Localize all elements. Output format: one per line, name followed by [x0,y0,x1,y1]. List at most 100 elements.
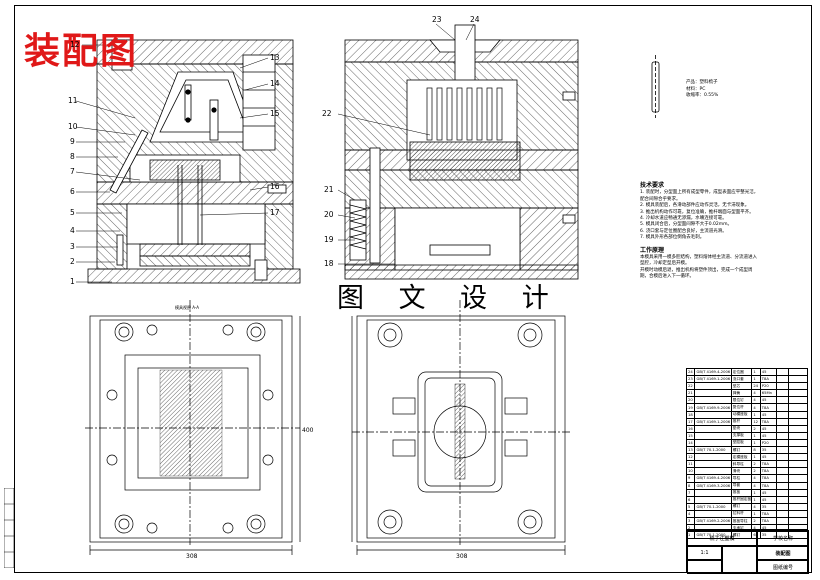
tech-line: 4. 冷却水道应畅通无渗漏，水嘴连接可靠。 [640,216,727,222]
bom-cell [694,438,732,448]
bom-cell [787,389,809,398]
bom-cell [787,375,809,384]
bom-cell [787,403,809,412]
product-sketch [651,55,660,118]
bom-cell: T8A [759,516,777,526]
bom-cell: 弹簧 [730,389,753,398]
bom-cell: 4 [685,509,696,518]
bom-cell: 型芯 [730,382,753,391]
watermark-title: 图 文 设 计 [337,283,562,314]
bom-cell [694,495,732,504]
bom-cell [775,446,789,455]
bom-cell: 1 [751,453,761,462]
bom-cell: GB/T 70.1-2000 [694,502,732,511]
bom-cell: 导套 [730,481,753,490]
part-label-12: 12 [70,40,80,49]
part-label-14: 14 [270,79,280,88]
bom-cell: 3 [685,516,696,526]
bom-cell [775,367,789,377]
bom-cell: 24 [685,367,696,377]
tech-line: 5. 模具闭合后，分型面间隙不大于0.02mm。 [640,222,733,228]
part-label-4: 4 [70,226,75,235]
bom-cell: 推板 [730,488,753,497]
bom-cell: GB/T 70.1-2000 [694,531,732,540]
bom-cell [787,367,809,377]
title-block: 梳子注塑模 学校名称 1:1 装配图 图纸编号 [686,529,809,574]
bom-cell [775,431,789,440]
part-label-24: 24 [470,15,480,24]
bom-cell [775,438,789,448]
title-block-sheet: 装配图 [757,546,809,560]
product-material-notes: 产品：塑料梳子 材料：PC 收缩率：0.55% [686,80,718,100]
bom-cell: 45 [759,424,777,433]
bom-cell: 5 [685,502,696,511]
bom-cell [775,396,789,405]
bom-cell: 45 [759,495,777,504]
bom-cell: GB/T 4169.4-2006 [694,474,732,483]
bom-cell: 推杆 [730,417,753,426]
tech-heading: 技术要求 [640,182,665,189]
bom-cell: 4 [751,396,761,405]
bom-cell: 35 [759,502,777,511]
part-label-8: 8 [70,152,75,161]
part-label-18: 18 [324,259,334,268]
bom-cell [694,382,732,391]
bom-cell [787,446,809,455]
bom-cell: 2 [751,424,761,433]
part-label-20: 20 [324,210,334,219]
bom-cell: T8A [759,467,777,476]
title-block-name: 梳子注塑模 [687,530,757,546]
part-label-1: 1 [70,277,75,286]
bom-cell: 19 [685,403,696,412]
section-view-left [87,39,301,284]
bom-cell: 35 [759,446,777,455]
bom-cell: 12 [685,453,696,462]
part-label-11: 11 [68,96,78,105]
bom-cell: 6 [685,495,696,504]
bom-cell: 螺钉 [730,446,753,455]
title-block-blank [687,560,722,574]
title-block-scale: 1:1 [687,546,722,560]
bom-cell: GB/T 4169.1-2006 [694,375,732,384]
plan-view-fixed-half [351,300,570,555]
bom-cell: 4 [751,481,761,490]
view-caption: 模具视图 A-A [175,304,199,310]
part-label-13: 13 [270,53,280,62]
bom-cell [787,495,809,504]
bom-cell: 浇口套 [730,375,753,384]
bom-cell: 1 [751,438,761,448]
bom-cell [775,509,789,518]
bom-cell [775,516,789,526]
bom-cell: 1 [751,431,761,440]
bom-cell: 11 [685,460,696,469]
bom-cell: 24 [751,382,761,391]
bom-cell [775,410,789,419]
bom-cell [694,488,732,497]
tech-line: 2. 模具装配后，各滑动部件应动作灵活，无卡滞现象。 [640,203,750,209]
part-label-17: 17 [270,208,280,217]
bom-cell: T8A [759,481,777,490]
bom-cell: 45 [759,431,777,440]
bom-cell [694,410,732,419]
bom-cell: GB/T 4169.3-2006 [694,481,732,490]
bom-cell: 20 [685,396,696,405]
bom-cell [787,424,809,433]
bom-cell: T8A [759,417,777,426]
bom-cell: 10 [685,467,696,476]
part-label-19: 19 [324,235,334,244]
bom-cell [775,403,789,412]
part-label-10: 10 [68,122,78,131]
leader-lines [75,23,475,283]
bom-cell: GB/T 4169.9-2006 [694,403,732,412]
bom-cell: 限位钉 [730,396,753,405]
